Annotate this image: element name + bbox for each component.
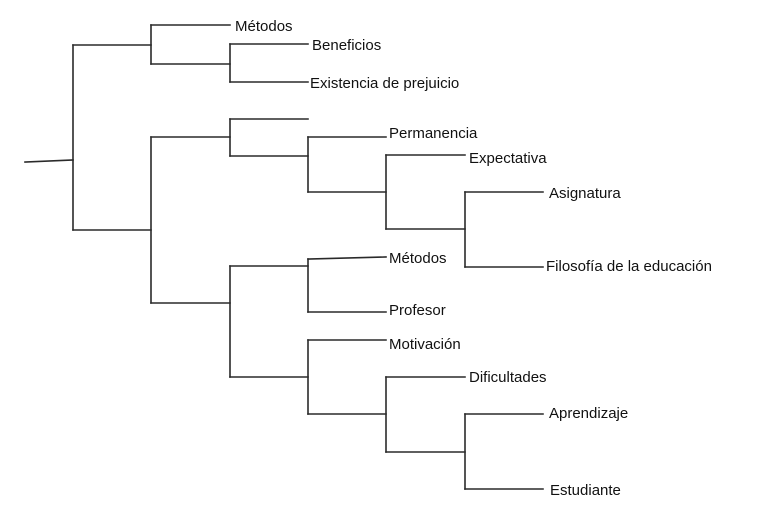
leaf-label-estudiante: Estudiante bbox=[550, 482, 621, 499]
leaf-label-metodos-1: Métodos bbox=[235, 18, 293, 35]
leaf-branch bbox=[307, 256, 387, 260]
leaf-label-metodos-2: Métodos bbox=[389, 250, 447, 267]
leaf-label-expectativa: Expectativa bbox=[469, 150, 547, 167]
leaf-label-asignatura: Asignatura bbox=[549, 185, 621, 202]
leaf-label-beneficios: Beneficios bbox=[312, 37, 381, 54]
leaf-label-filosofia-de-la-educacion: Filosofía de la educación bbox=[546, 258, 712, 275]
leaf-label-motivacion: Motivación bbox=[389, 336, 461, 353]
leaf-labels: Métodos Beneficios Existencia de prejuic… bbox=[235, 18, 712, 499]
leaf-label-aprendizaje: Aprendizaje bbox=[549, 405, 628, 422]
leaf-label-dificultades: Dificultades bbox=[469, 369, 547, 386]
branch-lines bbox=[24, 24, 544, 490]
leaf-label-existencia-de-prejuicio: Existencia de prejuicio bbox=[310, 75, 459, 92]
root-stem bbox=[24, 159, 74, 163]
leaf-label-profesor: Profesor bbox=[389, 302, 446, 319]
leaf-label-permanencia: Permanencia bbox=[389, 125, 478, 142]
